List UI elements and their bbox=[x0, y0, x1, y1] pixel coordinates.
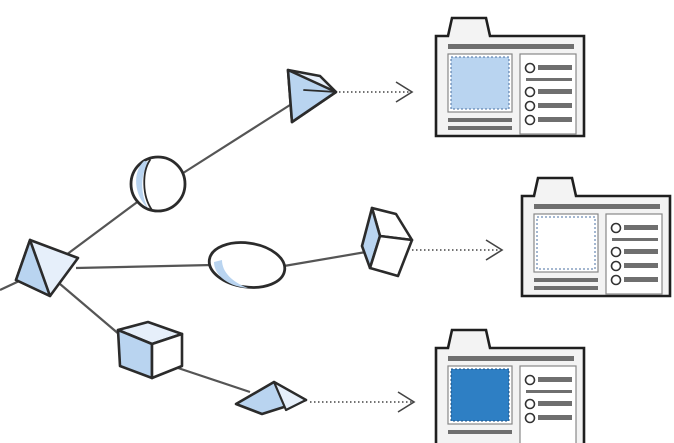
rounded-box-icon bbox=[116, 320, 184, 380]
app-window-bottom bbox=[434, 328, 586, 443]
app-window-middle bbox=[520, 176, 672, 298]
preview-panel bbox=[536, 216, 596, 270]
sphere-icon bbox=[129, 155, 187, 213]
edge-root-box bbox=[59, 283, 121, 336]
edge-box-pyramid bbox=[177, 366, 251, 394]
app-window-top bbox=[434, 16, 586, 138]
pyramid-icon bbox=[234, 380, 308, 416]
tetrahedron-icon bbox=[14, 238, 80, 298]
pyramid-icon bbox=[286, 68, 338, 124]
arrows bbox=[310, 81, 504, 413]
edge-sphere-pyramid bbox=[179, 104, 291, 176]
arrow-middle bbox=[412, 239, 504, 261]
arrow-top bbox=[335, 81, 414, 103]
ellipsoid-icon bbox=[207, 241, 287, 289]
preview-panel bbox=[450, 368, 510, 422]
edge-ellipsoid-prism bbox=[283, 250, 367, 268]
edge-root-sphere bbox=[61, 199, 141, 259]
arrow-bottom bbox=[310, 391, 416, 413]
preview-panel bbox=[450, 56, 510, 110]
edge-root-ellipsoid bbox=[75, 263, 213, 270]
edges bbox=[0, 104, 367, 394]
prism-icon bbox=[360, 206, 414, 278]
